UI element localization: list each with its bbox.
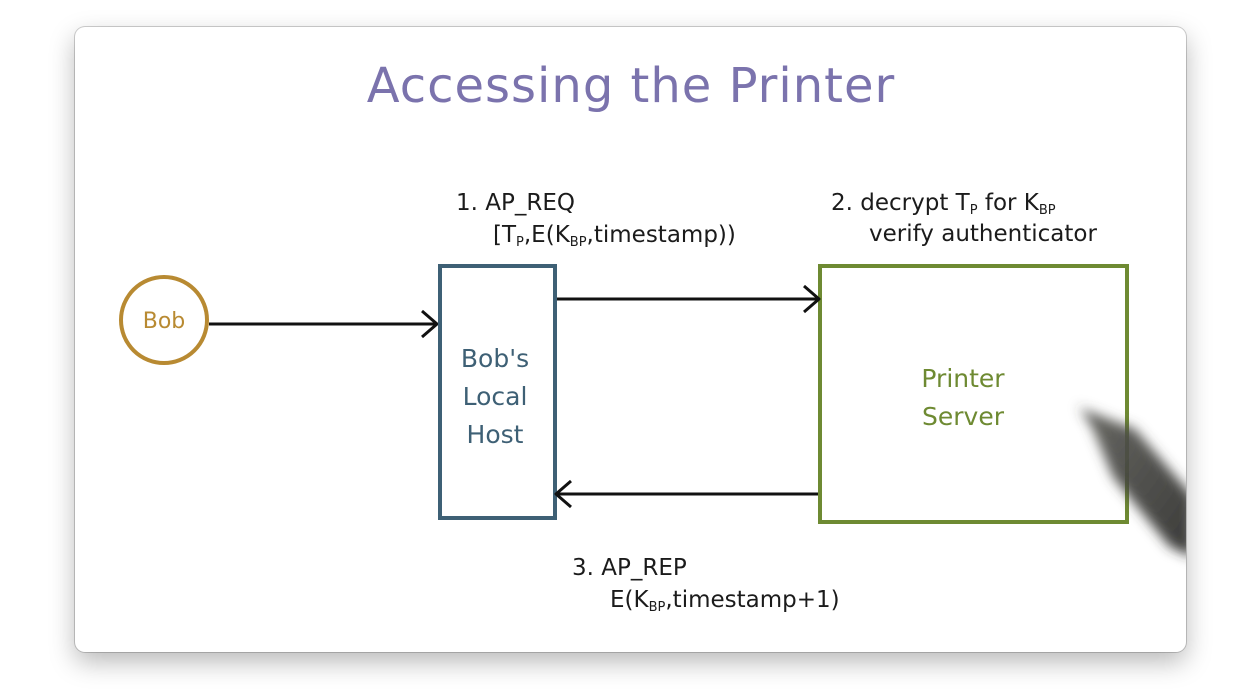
pen-image <box>1078 405 1186 554</box>
step2-line1-mid: for K <box>978 190 1040 216</box>
arrow-server-to-host <box>554 479 818 509</box>
step1-line2-sub2: BP <box>570 235 587 250</box>
step1-line2-suffix: ,timestamp)) <box>587 222 736 248</box>
local-host-label-line1: Bob's <box>461 344 529 373</box>
local-host-label-line3: Host <box>467 420 524 449</box>
step3-line2: E(KBP,timestamp+1) <box>610 587 840 615</box>
step3-label: 3. AP_REP E(KBP,timestamp+1) <box>572 555 840 615</box>
step1-label: 1. AP_REQ [TP,E(KBP,timestamp)) <box>456 190 736 250</box>
step1-line1: 1. AP_REQ <box>456 190 575 216</box>
arrow-host-to-server <box>557 284 821 314</box>
bob-node: Bob <box>119 275 209 365</box>
step2-line1: 2. decrypt TP for KBP <box>831 190 1056 218</box>
step2-line1-sub2: BP <box>1039 203 1056 218</box>
step3-line2-prefix: E(K <box>610 587 650 613</box>
step1-line2-prefix: [T <box>493 222 517 248</box>
page-title: Accessing the Printer <box>367 58 896 114</box>
step3-line2-suffix: ,timestamp+1) <box>665 587 839 613</box>
local-host-node: Bob's Local Host <box>438 264 557 520</box>
bob-label: Bob <box>143 309 186 334</box>
step2-label: 2. decrypt TP for KBP verify authenticat… <box>831 190 1097 247</box>
step1-line2-sub1: P <box>516 235 524 250</box>
step3-line2-sub: BP <box>649 600 666 615</box>
step1-line2: [TP,E(KBP,timestamp)) <box>493 222 736 250</box>
step2-line2: verify authenticator <box>869 221 1097 247</box>
local-host-label-line2: Local <box>463 382 528 411</box>
printer-server-label-line1: Printer <box>921 364 1005 393</box>
arrow-bob-to-host <box>209 309 439 339</box>
step3-line1: 3. AP_REP <box>572 555 687 581</box>
printer-server-label-line2: Server <box>922 402 1005 431</box>
printer-server-node: Printer Server <box>818 264 1129 524</box>
kerberos-diagram: Accessing the Printer Bob Bob's Local Ho… <box>119 58 1186 615</box>
step2-line1-sub1: P <box>970 203 978 218</box>
step1-line2-mid: ,E(K <box>524 222 571 248</box>
step2-line1-prefix: 2. decrypt T <box>831 190 971 216</box>
slide-frame: Accessing the Printer Bob Bob's Local Ho… <box>75 27 1186 652</box>
